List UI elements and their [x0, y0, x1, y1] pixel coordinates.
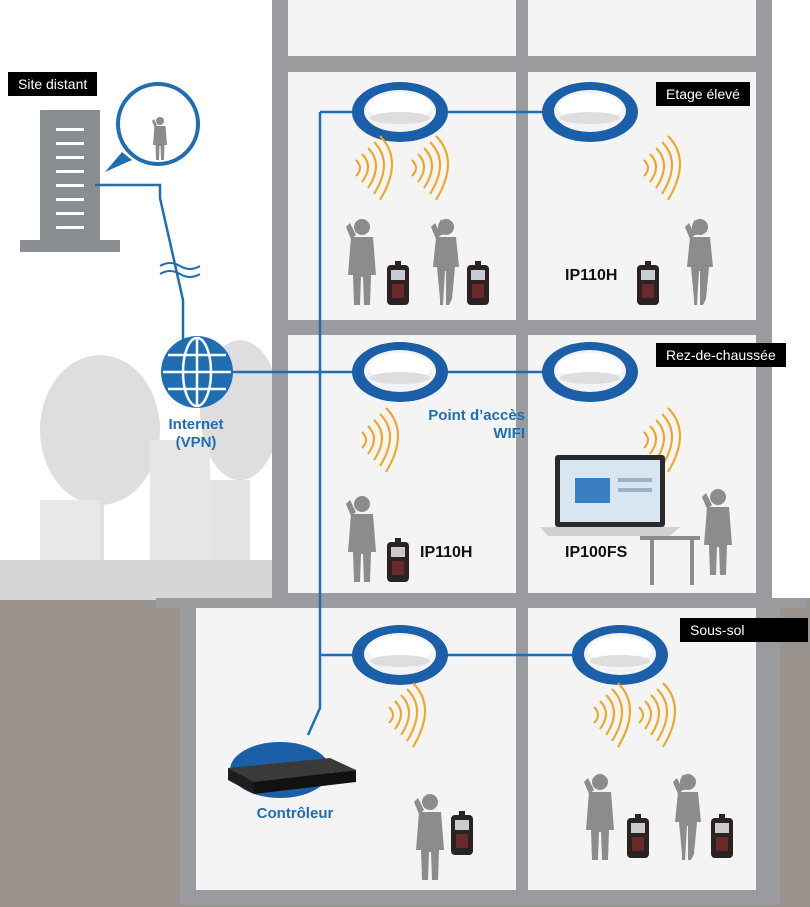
internet-line1: Internet — [168, 416, 224, 433]
sous-sol-label: Sous-sol — [680, 618, 808, 642]
radio-ip110h — [637, 261, 659, 305]
access-point-line2: WIFI — [493, 425, 525, 442]
radio-ip110h — [711, 814, 733, 858]
rez-de-chaussee-label: Rez-de-chaussée — [656, 343, 786, 367]
access-point-top-right — [542, 82, 638, 142]
access-point-top-left — [352, 82, 448, 142]
internet-globe — [161, 336, 233, 408]
access-point-line1: Point d’accès — [428, 407, 525, 424]
radio-ip110h — [627, 814, 649, 858]
radio-ip110h — [467, 261, 489, 305]
access-point-label: Point d’accès WIFI — [395, 407, 525, 443]
radio-ip110h — [387, 538, 409, 582]
access-point-mid-right — [542, 342, 638, 402]
remote-user-bubble — [105, 82, 200, 172]
radio-ip110h — [451, 811, 473, 855]
etage-eleve-label: Etage élevé — [656, 82, 750, 106]
radio-ip110h — [387, 261, 409, 305]
link-break — [159, 262, 201, 278]
access-point-bottom-right — [572, 625, 668, 685]
ip110h-ground-label: IP110H — [420, 544, 473, 561]
internet-label: Internet (VPN) — [148, 416, 244, 452]
desk — [640, 536, 700, 585]
access-point-bottom-left — [352, 625, 448, 685]
controleur-label: Contrôleur — [256, 805, 334, 822]
street-level — [0, 560, 290, 600]
access-point-mid-left — [352, 342, 448, 402]
ip110h-upper-label: IP110H — [565, 267, 618, 284]
site-distant-label: Site distant — [8, 72, 98, 96]
remote-building — [20, 110, 120, 252]
ip100fs-label: IP100FS — [565, 544, 628, 561]
controller-device — [228, 742, 356, 798]
internet-line2: (VPN) — [175, 434, 217, 451]
laptop-ip100fs — [540, 455, 680, 536]
